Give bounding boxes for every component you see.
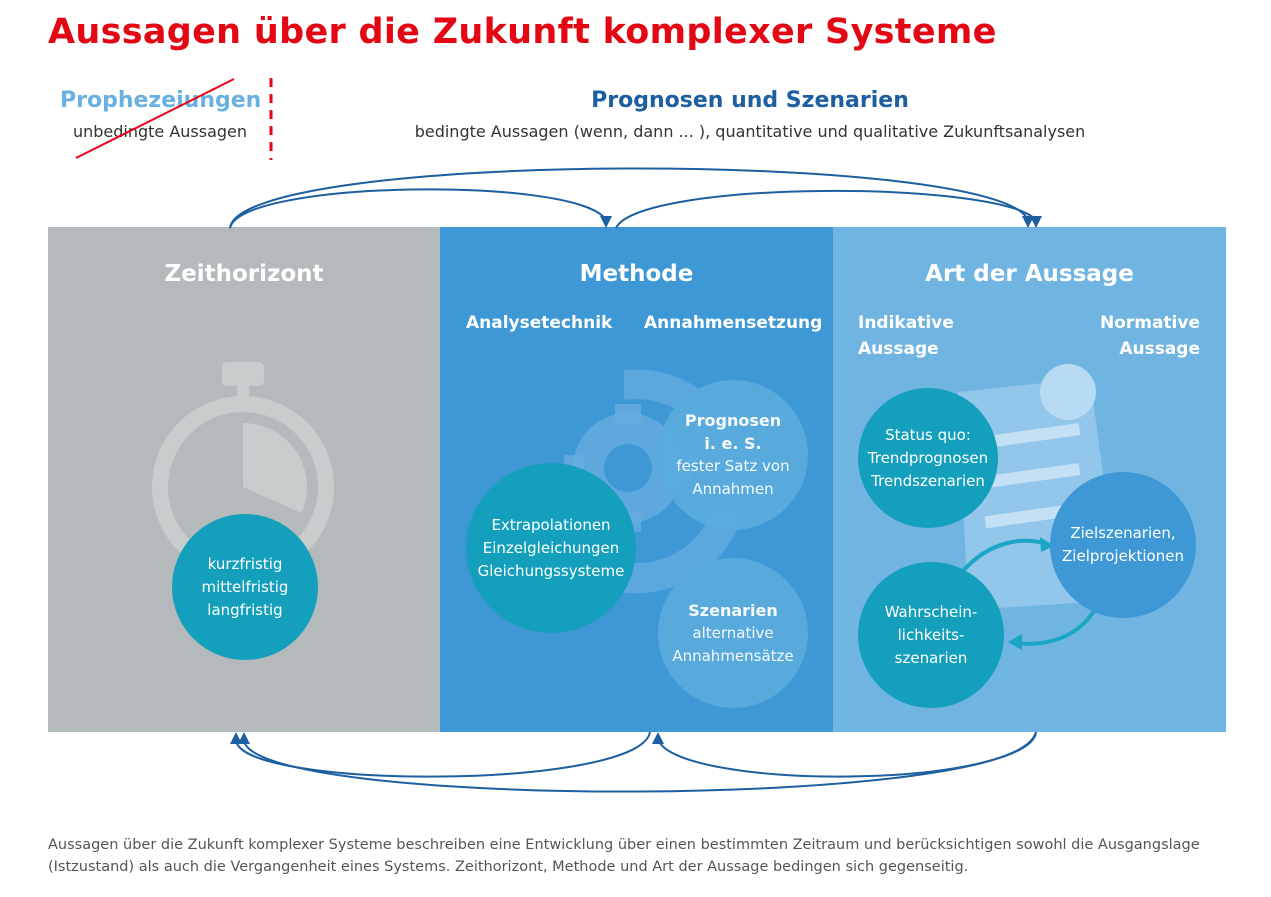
extrapolation-circle: Extrapolationen Einzelgleichungen Gleich… [466,463,636,633]
scenarios-circle: Szenarien alternative Annahmensätze [658,558,808,708]
prophecies-title: Prophezeiungen [60,88,262,113]
indicative-statement-label: Indikative Aussage [858,313,954,359]
assumption-setting-label: Annahmensetzung [644,313,823,333]
forecasts-title: Prognosen und Szenarien [591,88,909,113]
status-quo-circle: Status quo: Trendprognosen Trendszenarie… [858,388,998,528]
target-scenarios-circle: Zielszenarien, Zielprojektionen [1050,472,1196,618]
forecast-circle: Prognosen i. e. S. fester Satz von Annah… [658,380,808,530]
page-title: Aussagen über die Zukunft komplexer Syst… [48,12,997,52]
prophecies-subtitle: unbedingte Aussagen [72,122,248,141]
probability-scenarios-circle: Wahrschein- lichkeits- szenarien [858,562,1004,708]
time-horizon-heading: Zeithorizont [164,261,324,287]
forecasts-subtitle: bedingte Aussagen (wenn, dann ... ), qua… [414,122,1086,141]
caption: Aussagen über die Zukunft komplexer Syst… [48,837,1200,875]
time-horizon-circle: kurzfristig mittelfristig langfristig [172,514,318,660]
statement-heading: Art der Aussage [925,261,1134,287]
analysis-technique-label: Analysetechnik [466,313,613,333]
method-heading: Methode [579,261,694,287]
normative-statement-label: Normative Aussage [1099,313,1200,359]
